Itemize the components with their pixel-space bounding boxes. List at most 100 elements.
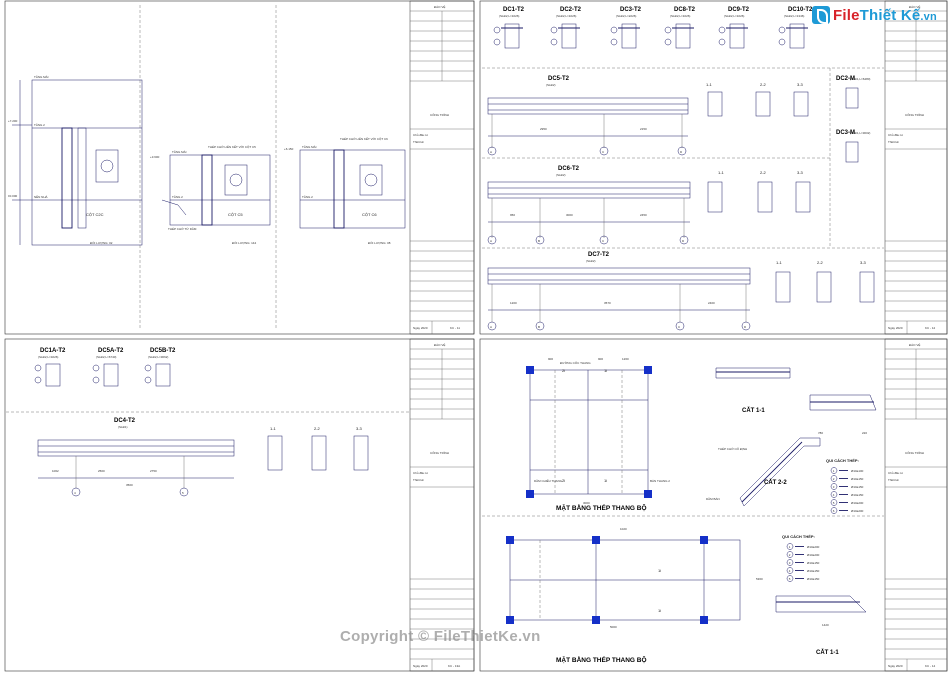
plan-title: MẶT BẰNG THÉP THANG BỘ xyxy=(556,503,647,512)
spec-bullet xyxy=(786,567,794,574)
beam-title: DC5B-T2 xyxy=(150,348,176,354)
plan-title: MẶT BẰNG THÉP THANG BỘ xyxy=(556,655,647,664)
title-block-1: ĐẢO VỆ Chủ đầu tư Thiết kế CÔNG TRÌNH Ng… xyxy=(409,0,475,335)
beam-subtitle: (SLĐ1,L=6480) xyxy=(850,77,870,81)
cut-title: CẮT 1-1 xyxy=(816,648,839,656)
beam-subtitle: (SLĐ2) xyxy=(586,259,596,263)
dimension-label: 780 xyxy=(818,431,823,435)
sheet-top-right xyxy=(479,0,948,335)
spec-bullet xyxy=(830,507,838,514)
spec-bullet xyxy=(786,543,794,550)
plan-note: ĐƯỜNG CỐC THANG xyxy=(560,360,591,365)
dimension-label: 2950 xyxy=(540,127,547,131)
rebar-mark xyxy=(493,38,501,46)
beam-subtitle: (SLĐ2,L=3226) xyxy=(38,355,58,359)
plan-note: DẦM CHIẾU THANG xyxy=(534,478,563,483)
plan-note: THÉP CHỜ CỐ ĐỊNH xyxy=(718,446,747,451)
title-block-sheet-number: KC - 14 xyxy=(925,664,936,668)
column-elevations: TẦNG MÁI TẦNG 2 NỀN NHÀ +7.200 ±0.000 CỘ… xyxy=(8,5,406,330)
beam-title: DC1-T2 xyxy=(503,7,525,13)
spec-item: Ø10a150 xyxy=(851,485,864,489)
beam-title: DC4-T2 xyxy=(114,418,136,424)
axis-label: B xyxy=(538,239,540,243)
title-block-row1: Chủ đầu tư xyxy=(888,471,903,475)
level-label: TẦNG 2 xyxy=(34,123,45,127)
title-block-header: ĐẢO VỆ xyxy=(909,342,920,347)
rebar-mark xyxy=(778,26,786,34)
spec-bullet xyxy=(830,491,838,498)
axis-label: D xyxy=(744,325,747,329)
title-block-header: ĐẢO VỆ xyxy=(909,4,920,9)
rebar-mark xyxy=(144,364,152,372)
title-block-row1: Chủ đầu tư xyxy=(413,133,428,137)
spec-number: 4 xyxy=(789,569,791,573)
spec-item: Ø10a100 xyxy=(851,469,864,473)
dimension-label: 2150 xyxy=(640,127,647,131)
section-label: 3-3 xyxy=(356,426,363,431)
beam-section xyxy=(675,23,691,49)
section-label: 1-1 xyxy=(718,170,725,175)
leaf-icon xyxy=(812,6,830,24)
site-logo: FileThiết Kế.vn xyxy=(812,6,937,24)
elevation-label: ±0.000 xyxy=(8,194,17,198)
axis-label: D xyxy=(680,150,683,154)
column-title: CỘT C5 xyxy=(228,212,243,217)
dimension-label: 950 xyxy=(510,213,515,217)
beam-title: DC8-T2 xyxy=(674,7,696,13)
dimension-label: 2400 xyxy=(708,301,715,305)
column-title: CỘT C2C xyxy=(86,212,104,217)
column-count: ĐỔI LƯỢNG: 144 xyxy=(232,240,256,245)
logo-prefix: File xyxy=(833,6,860,24)
dimension-label: 3000 xyxy=(566,213,573,217)
beam-subtitle: (SLĐ2,L=1346) xyxy=(784,14,804,18)
dimension-label: 900 xyxy=(548,357,553,361)
beam-section xyxy=(561,23,577,49)
beam-subtitle: (SLĐ2,L=1026) xyxy=(499,14,519,18)
beam-title: DC3-M xyxy=(836,130,855,136)
spec-item: Ø10a150 xyxy=(807,561,820,565)
title-block-row2: Thiết kế xyxy=(888,478,899,482)
beam-section xyxy=(729,23,745,49)
rebar-mark xyxy=(664,38,672,46)
rebar-mark xyxy=(92,376,100,384)
beam-subtitle: (SLĐ2,L=6740) xyxy=(96,355,116,359)
level-label: TẦNG MÁI xyxy=(34,75,49,79)
spec-item: Ø10a200 xyxy=(807,553,820,557)
dimension-label: 1200 xyxy=(510,301,517,305)
spec-item: Ø10a150 xyxy=(851,493,864,497)
beam-subtitle: (SLĐ1,L=3002) xyxy=(850,131,870,135)
elevation-label: +3.600 xyxy=(150,155,160,159)
rebar-mark xyxy=(550,38,558,46)
axis-label: C xyxy=(602,150,605,154)
column-title: CỘT C6 xyxy=(362,212,377,217)
beam-subtitle: (SLĐ2) xyxy=(556,173,566,177)
section-label: 3-3 xyxy=(797,82,804,87)
rebar-mark xyxy=(34,376,42,384)
beam-details-top: DC1-T2(SLĐ2,L=1026)DC2-T2(SLĐ2,L=1026)DC… xyxy=(482,7,884,331)
dimension-label: 1020 xyxy=(620,527,627,531)
rebar-mark xyxy=(718,38,726,46)
cut-title: CẮT 1-1 xyxy=(742,406,765,414)
level-label: TẦNG MÁI xyxy=(302,145,317,149)
rebar-mark xyxy=(550,26,558,34)
title-block-name: CÔNG TRÌNH xyxy=(430,112,449,117)
beam-subtitle: (SLĐ2,L=1026) xyxy=(670,14,690,18)
axis-label: A xyxy=(490,150,492,154)
cut-title: CẮT 2-2 xyxy=(764,478,787,486)
axis-label: A xyxy=(490,239,492,243)
beam-section xyxy=(621,23,637,49)
axis-label: C xyxy=(602,239,605,243)
section-label: 2-2 xyxy=(760,170,767,175)
sheet-top-left xyxy=(4,0,475,335)
beam-title: DC2-M xyxy=(836,76,855,82)
beam-subtitle: (SLĐ2,L=2226) xyxy=(616,14,636,18)
panel-mark: 1i xyxy=(658,608,661,613)
spec-item: Ø10a200 xyxy=(851,509,864,513)
section-label: 1-1 xyxy=(706,82,713,87)
beam-title: DC5A-T2 xyxy=(98,348,124,354)
title-block-row1: Chủ đầu tư xyxy=(413,471,428,475)
plan-note: BẢN THANG 2 xyxy=(650,478,670,483)
title-block-2: ĐẢO VỆ Chủ đầu tư Thiết kế CÔNG TRÌNH Ng… xyxy=(884,0,948,335)
plan-note: DẦM BẢN xyxy=(706,496,720,501)
